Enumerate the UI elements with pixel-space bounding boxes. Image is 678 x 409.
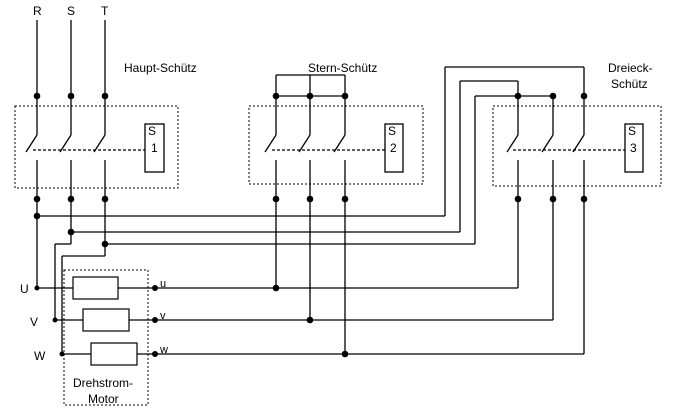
winding-end-u-label: u xyxy=(160,278,166,290)
terminal-v-label: V xyxy=(30,315,38,329)
phase-t-label: T xyxy=(101,4,109,18)
main-contactor-coil xyxy=(144,123,165,173)
main-contactor-coil-s: S xyxy=(148,124,156,138)
terminal-u-label: U xyxy=(20,282,29,296)
main-contactor-title: Haupt-Schütz xyxy=(124,61,197,75)
delta-contactor-wiring xyxy=(445,66,625,354)
star-contactor-wiring xyxy=(264,74,385,354)
star-contactor-title: Stern-Schütz xyxy=(308,61,377,75)
delta-contactor-box xyxy=(492,105,662,187)
motor-output-lines xyxy=(118,287,584,355)
phase-r-label: R xyxy=(33,4,42,18)
delta-contactor-coil-num: 3 xyxy=(630,141,637,155)
motor-input-lines xyxy=(37,287,91,355)
phase-s-label: S xyxy=(67,4,75,18)
winding-end-v-label: v xyxy=(160,310,166,322)
winding-end-w-label: w xyxy=(159,344,168,356)
main-contactor-switches xyxy=(25,134,145,256)
junction-dots xyxy=(33,92,588,358)
winding-u xyxy=(72,276,119,300)
motor-label-line1: Drehstrom- xyxy=(73,376,133,390)
winding-v xyxy=(82,308,130,332)
star-contactor-coil xyxy=(384,123,404,173)
main-contactor-coil-num: 1 xyxy=(151,141,158,155)
delta-contactor-title-line1: Dreieck- xyxy=(608,61,653,75)
winding-w xyxy=(90,342,138,366)
main-contactor-box xyxy=(14,105,179,189)
delta-contactor-coil-s: S xyxy=(628,124,636,138)
motor-box xyxy=(63,269,149,406)
star-contactor-coil-num: 2 xyxy=(390,141,397,155)
terminal-w-label: W xyxy=(34,349,46,363)
star-contactor-coil-s: S xyxy=(388,124,396,138)
motor-label-line2: Motor xyxy=(88,392,119,406)
delta-contactor-coil xyxy=(624,123,644,173)
star-contactor-box xyxy=(248,105,424,185)
bus-lines xyxy=(36,67,476,354)
delta-contactor-title-line2: Schütz xyxy=(611,77,648,91)
